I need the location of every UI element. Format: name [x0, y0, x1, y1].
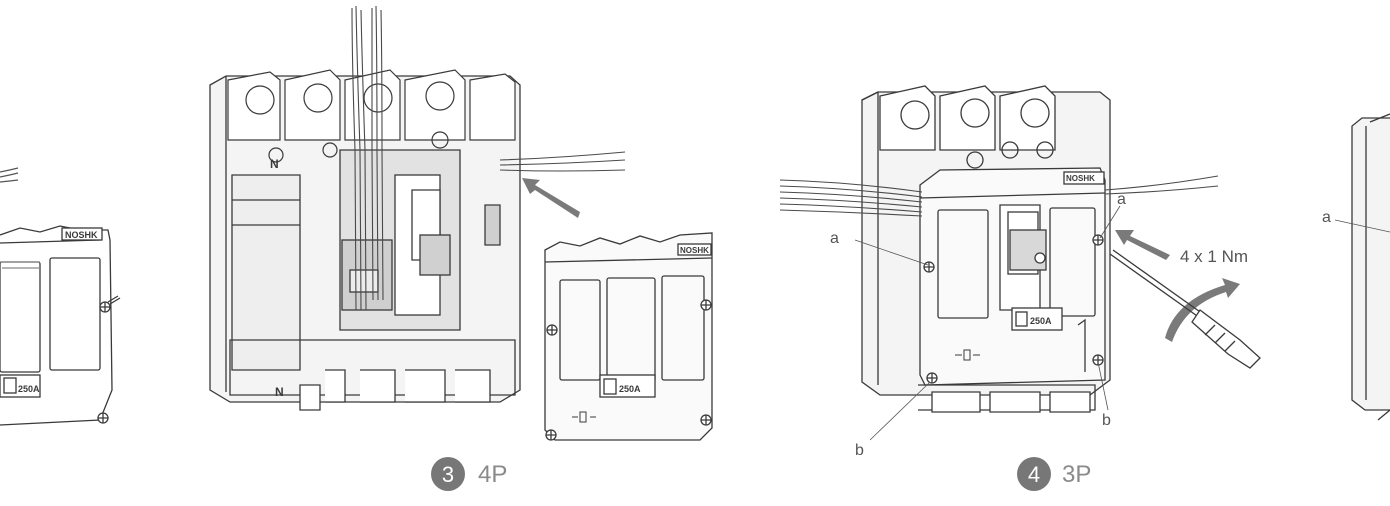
screw-icon: [700, 299, 712, 311]
label-b-right: b: [1102, 412, 1111, 429]
insert-arrow-icon: [522, 178, 580, 218]
screw-icon: [923, 261, 935, 273]
wire-bundle-vertical: [351, 5, 384, 311]
screw-icon: [97, 412, 109, 424]
partial-right-label-a: a: [1322, 209, 1331, 226]
step-3-poles: 4P: [478, 461, 507, 488]
screwdriver-icon: [1109, 249, 1261, 369]
leader-lines: [854, 205, 1121, 441]
rotation-arrow-icon: [1165, 278, 1240, 342]
step-4-caption: 4 3P: [1017, 457, 1091, 491]
breaker-3p: NOSHK 250A: [861, 85, 1111, 413]
wire-bundle-right: [1104, 175, 1219, 195]
label-a-left: a: [830, 230, 839, 247]
label-b-left: b: [855, 442, 864, 459]
step-3-caption: 3 4P: [431, 457, 507, 491]
screw-icon: [545, 429, 557, 441]
tighten-arrow-icon: [1115, 230, 1170, 260]
breaker-4p: N N: [209, 69, 521, 411]
partial-left-rating: 250A: [18, 384, 40, 394]
cover-4p: NOSHK 250A: [544, 232, 713, 441]
screw-icon: [700, 414, 712, 426]
step-4-badge: [1017, 457, 1051, 491]
step-4-number: 4: [1028, 462, 1040, 487]
neutral-bottom-label: N: [275, 385, 284, 399]
screw-icon: [1092, 354, 1104, 366]
screw-icon: [926, 372, 938, 384]
neutral-top-label: N: [270, 157, 279, 171]
step-3-badge: [431, 457, 465, 491]
step-3-number: 3: [442, 462, 454, 487]
step-4-poles: 3P: [1062, 461, 1091, 488]
wire-bundle-left: [779, 179, 923, 217]
torque-label: 4 x 1 Nm: [1180, 247, 1248, 266]
label-a-right: a: [1117, 191, 1126, 208]
wire-bundle-horizontal: [499, 151, 626, 172]
cover-4p-rating: 250A: [619, 384, 641, 394]
screw-icon: [1092, 234, 1104, 246]
partial-right-breaker: [1334, 113, 1390, 421]
breaker-3p-brand: NOSHK: [1066, 174, 1095, 183]
screw-icon: [546, 324, 558, 336]
partial-left-cover: NOSHK 250A: [0, 167, 121, 426]
cover-4p-brand: NOSHK: [680, 246, 709, 255]
partial-left-brand: NOSHK: [65, 230, 98, 240]
breaker-3p-rating: 250A: [1030, 316, 1052, 326]
screw-icon: [99, 295, 121, 313]
